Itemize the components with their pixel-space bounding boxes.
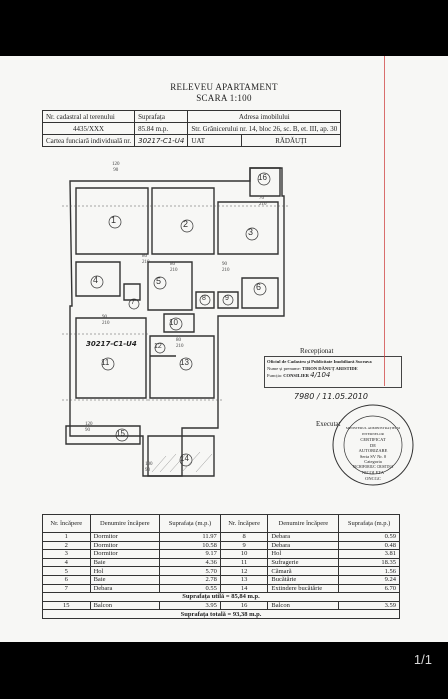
room-5-number: 5 — [156, 276, 162, 286]
room-6-number: 6 — [256, 282, 262, 292]
seal-line4: Seria SV Nr. 0 — [359, 453, 387, 459]
seal-line3: AUTORIZARE — [358, 448, 388, 453]
seal-line2: DE — [370, 442, 376, 448]
uat-value: RĂDĂUȚI — [240, 134, 342, 147]
page-indicator: 1/1 — [413, 652, 432, 667]
seal-name2: NICOLETA — [361, 470, 385, 475]
reception-title: Recepționat — [300, 347, 334, 355]
viewer-bottom-bar: 1/1 — [0, 642, 448, 699]
room-2-number: 2 — [183, 219, 189, 229]
room-3-number: 3 — [248, 227, 254, 237]
reception-office: Oficiul de Cadastru și Publicitate Imobi… — [267, 359, 372, 364]
room-10-number: 10 — [169, 318, 178, 327]
room-14-number: 14 — [180, 454, 189, 463]
room-13-number: 13 — [180, 358, 189, 367]
util-area: Suprafața utilă = 85,84 m.p. — [42, 592, 400, 602]
col-nr-1: Nr. încăpere — [42, 514, 91, 533]
executat-label: Executat — [316, 420, 341, 428]
floor-plan — [62, 167, 290, 477]
reception-date: 7980 / 11.05.2010 — [294, 392, 368, 401]
reception-stamp: Oficiul de Cadastru și Publicitate Imobi… — [264, 356, 402, 388]
page-margin-line — [384, 56, 385, 386]
room-16-number: 16 — [258, 173, 267, 182]
room-8-number: 8 — [202, 295, 206, 302]
col-den-2: Denumire încăpere — [267, 514, 340, 533]
rooms-table: Nr. încăpere Denumire încăpere Suprafața… — [42, 514, 400, 619]
header-table: Nr. cadastral al terenului Suprafața Adr… — [41, 110, 342, 147]
plan-handwritten-label: 30217-C1-U4 — [86, 340, 137, 348]
seal-line1: CERTIFICAT — [360, 437, 386, 442]
room-15-number: 15 — [116, 429, 125, 438]
col-den-1: Denumire încăpere — [89, 514, 161, 533]
author-seal: MINISTERUL ADMINISTRAȚIEI ȘI INTERNELOR … — [345, 426, 401, 481]
seal-ring: MINISTERUL ADMINISTRAȚIEI ȘI INTERNELOR — [345, 426, 401, 436]
room-1-number: 1 — [111, 215, 117, 225]
col-sup-2: Suprafața (m.p.) — [338, 514, 400, 533]
room-4-number: 4 — [93, 275, 99, 285]
reception-sign: 4/104 — [310, 371, 331, 379]
uat-label: UAT — [187, 134, 242, 147]
reception-func: CONSILIER — [283, 373, 310, 378]
seal-name: NICHIFORIUC CRISTINA — [352, 464, 394, 469]
room-9-number: 9 — [225, 295, 229, 302]
suprafata-label: Suprafața — [134, 110, 189, 123]
reception-func-label: Funcția: — [267, 373, 283, 378]
col-sup-1: Suprafața (m.p.) — [159, 514, 221, 533]
total-area: Suprafața totală = 93,38 m.p. — [42, 609, 400, 619]
document-scale: SCARA 1:100 — [196, 93, 252, 103]
author-seal-graphic — [332, 404, 414, 486]
document-page: RELEVEU APARTAMENT SCARA 1:100 Nr. cadas… — [0, 56, 448, 642]
reception-name: TIRON DĂNUȚ ARISTIDE — [302, 366, 358, 371]
room-7-number: 7 — [131, 299, 135, 306]
carte-label: Cartea funciară individuală nr. — [41, 134, 136, 147]
reception-name-label: Nume și prenume: — [267, 366, 301, 371]
col-nr-2: Nr. încăpere — [219, 514, 269, 533]
seal-bottom: ONCGC — [365, 475, 381, 481]
seal-line5: Categoria — [364, 459, 382, 464]
room-12-number: 12 — [154, 343, 162, 350]
room-11-number: 11 — [101, 358, 110, 367]
document-title: RELEVEU APARTAMENT — [170, 82, 278, 92]
